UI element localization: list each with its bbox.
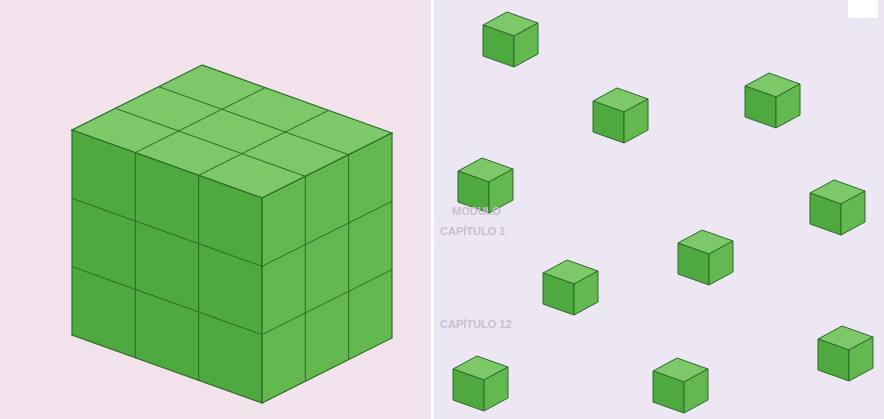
unit-cube-right xyxy=(574,271,598,315)
unit-cube-right xyxy=(849,337,873,381)
unit-cube-right xyxy=(709,241,733,285)
grid-line xyxy=(198,175,199,380)
grid-line xyxy=(135,153,136,358)
unit-cube-right xyxy=(514,23,538,67)
grid-line xyxy=(115,108,305,176)
paper-mark xyxy=(848,0,878,18)
show-through-text: CAPÍTULO 12 xyxy=(440,318,512,330)
unit-cube-right xyxy=(684,369,708,413)
unit-cube-left xyxy=(453,369,484,411)
grid-line xyxy=(72,267,262,335)
grid-line xyxy=(72,198,262,266)
grid-line xyxy=(159,87,349,155)
unit-cube-right xyxy=(484,367,508,411)
unit-cube-left xyxy=(810,193,841,235)
large-cube xyxy=(72,65,392,403)
unit-cube-right xyxy=(841,191,865,235)
unit-cube-left xyxy=(678,243,709,285)
unit-cube-right xyxy=(624,99,648,143)
right-panel xyxy=(434,0,884,419)
unit-cube-left xyxy=(543,273,574,315)
left-panel xyxy=(0,0,431,419)
unit-cubes xyxy=(453,12,873,413)
grid-line xyxy=(305,176,306,381)
grid-line xyxy=(262,270,392,335)
left-face xyxy=(72,130,262,403)
grid-line xyxy=(262,201,392,266)
unit-cube-left xyxy=(593,101,624,143)
grid-line xyxy=(199,110,329,175)
unit-cube-left xyxy=(745,86,776,128)
unit-cube-right xyxy=(776,84,800,128)
right-face xyxy=(262,133,392,403)
show-through-text: MÓDULO xyxy=(452,205,501,217)
unit-cube-left xyxy=(483,25,514,67)
unit-cube-left xyxy=(818,339,849,381)
show-through-text: CAPÍTULO 1 xyxy=(440,225,505,237)
grid-line xyxy=(348,155,349,360)
grid-line xyxy=(135,88,265,153)
unit-cube-left xyxy=(653,371,684,413)
